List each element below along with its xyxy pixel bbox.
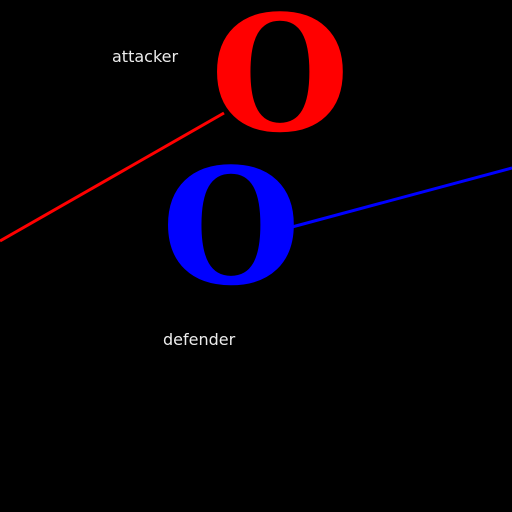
defender-label: defender (163, 330, 236, 349)
attacker-label: attacker (112, 47, 179, 66)
defender-glyph: O (161, 133, 301, 321)
defender-trajectory-line (291, 166, 512, 229)
attacker-trajectory-line (0, 111, 225, 243)
attacker-glyph: O (210, 0, 350, 168)
attacker-piece[interactable]: O (210, 0, 350, 154)
defender-piece[interactable]: O (161, 147, 301, 307)
